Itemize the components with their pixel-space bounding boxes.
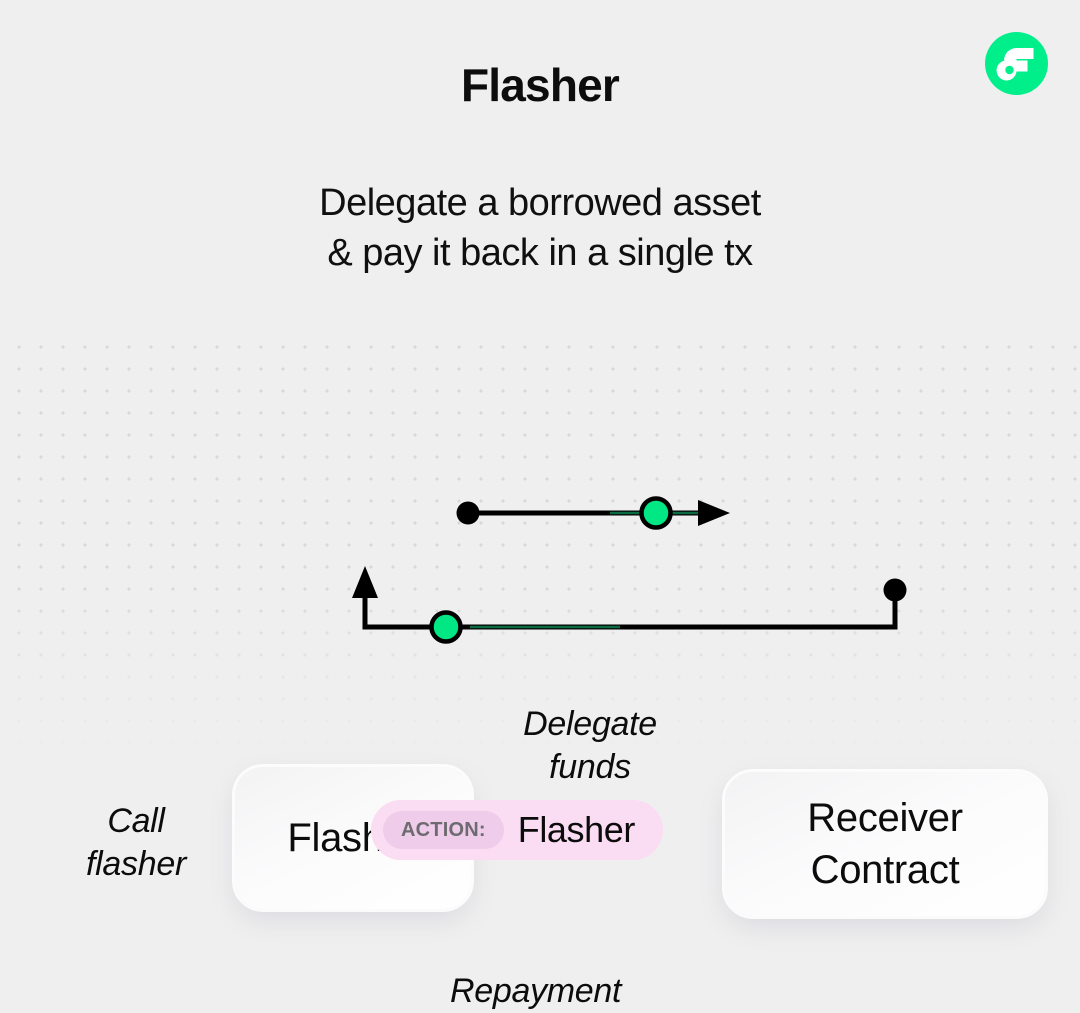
repayment-mid-dot: [429, 610, 463, 644]
label-delegate-funds: Delegate funds: [523, 705, 657, 786]
node-receiver[interactable]: Receiver Contract: [725, 772, 1045, 916]
page-title: Flasher: [460, 59, 620, 111]
delegate-arrowhead: [698, 500, 730, 526]
delegate-funds-edge: [456, 496, 730, 530]
action-badge-value: Flasher: [517, 809, 636, 850]
page-subtitle: Delegate a borrowed asset & pay it back …: [319, 182, 761, 274]
diagram-connectors: [352, 496, 907, 644]
repayment-arrowhead: [352, 566, 378, 598]
label-call-flasher: Call flasher: [86, 802, 186, 883]
delegate-mid-dot: [639, 496, 673, 530]
action-badge[interactable]: ACTION: Flasher: [371, 800, 663, 860]
delegate-source-dot: [456, 501, 480, 525]
flow-diagram: Flasher Receiver Contract Call flasher D…: [0, 330, 1080, 1010]
flow-logo-icon: [985, 32, 1048, 95]
repayment-edge: [352, 566, 907, 644]
node-receiver-label: Receiver Contract: [807, 796, 963, 892]
dot-grid-background: [0, 330, 1080, 770]
label-repayment: Repayment: [450, 972, 622, 1010]
action-badge-tag: ACTION:: [383, 811, 504, 849]
repayment-source-dot: [883, 578, 907, 602]
